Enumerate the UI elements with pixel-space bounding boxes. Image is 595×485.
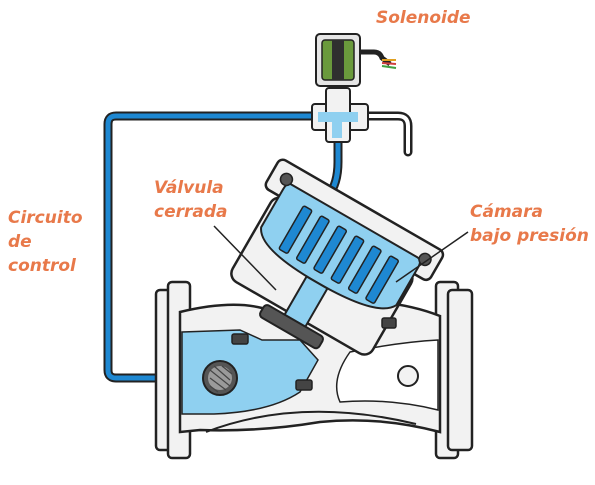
solenoid-coil	[315, 33, 397, 87]
spring	[278, 205, 399, 304]
control-circuit-label-line1: Circuito	[8, 208, 83, 228]
pressure-chamber-label-line1: Cámara	[470, 202, 543, 222]
closed-valve-label: Válvula cerrada	[154, 176, 228, 224]
control-circuit-label-line3: control	[8, 256, 76, 276]
pressure-chamber-label: Cámara bajo presión	[470, 200, 589, 248]
solenoid-label: Solenoide	[376, 8, 471, 28]
control-circuit-tube	[103, 111, 343, 383]
leader-lines	[213, 225, 469, 291]
control-circuit-label: Circuito de control	[8, 206, 83, 278]
outlet-chamber	[335, 339, 439, 411]
closed-valve-label-line2: cerrada	[154, 202, 228, 222]
control-circuit-label-line2: de	[8, 232, 32, 252]
outlet-bolt	[397, 365, 419, 387]
valve-seat	[231, 317, 397, 391]
strainer	[202, 360, 238, 396]
valve-bonnet	[230, 158, 445, 356]
closed-valve-label-line1: Válvula	[154, 178, 224, 198]
pressure-chamber-label-line2: bajo presión	[470, 226, 589, 246]
solenoid-tee	[311, 87, 369, 143]
